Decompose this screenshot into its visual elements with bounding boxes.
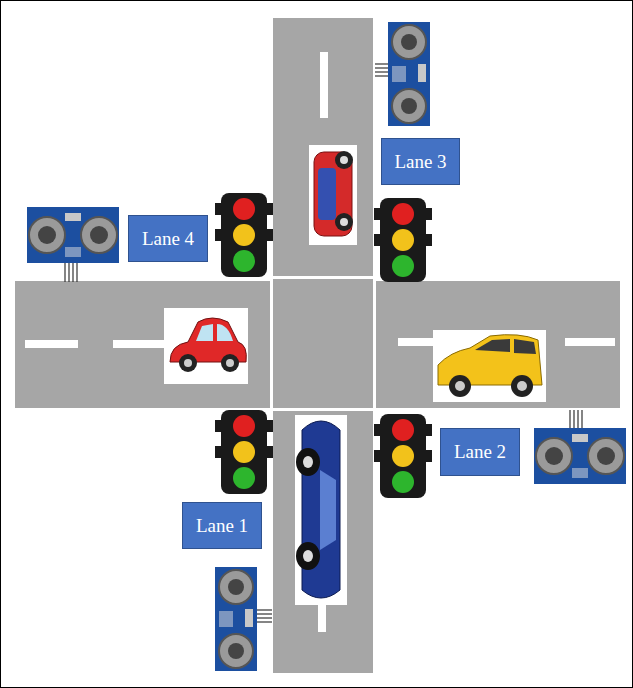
lane-box: Lane 3 — [381, 138, 460, 185]
lane-label: Lane 4 — [142, 228, 194, 250]
lane-box: Lane 1 — [182, 502, 262, 549]
lane-box: Lane 4 — [128, 215, 208, 262]
lane-label: Lane 3 — [394, 151, 446, 173]
lane-box: Lane 2 — [440, 428, 520, 476]
lane-label: Lane 1 — [196, 515, 248, 537]
lane-label: Lane 2 — [454, 441, 506, 463]
